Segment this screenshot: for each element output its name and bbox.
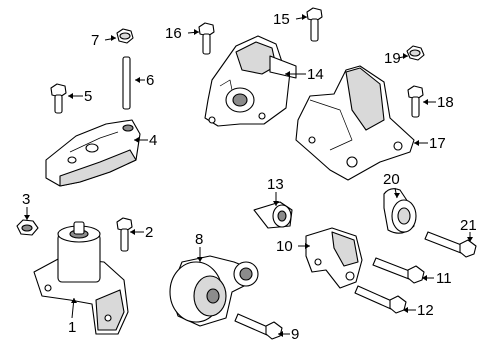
callout-15[interactable]: 15: [273, 11, 290, 28]
callout-5[interactable]: 5: [84, 88, 92, 105]
part-9-bolt[interactable]: [234, 313, 283, 340]
callout-10[interactable]: 10: [276, 238, 293, 255]
part-8-torque-strut[interactable]: [169, 255, 259, 327]
part-4-transmission-bracket[interactable]: [45, 119, 141, 187]
callout-9[interactable]: 9: [291, 326, 299, 343]
callout-16[interactable]: 16: [165, 25, 182, 42]
part-20-bushing[interactable]: [383, 188, 417, 234]
callout-11[interactable]: 11: [436, 270, 452, 287]
callout-21[interactable]: 21: [460, 217, 477, 234]
callout-3[interactable]: 3: [22, 191, 30, 208]
part-16-bolt[interactable]: [198, 22, 215, 55]
callout-13[interactable]: 13: [267, 176, 284, 193]
part-13-bushing[interactable]: [253, 201, 293, 229]
part-1-mount-bracket[interactable]: [33, 221, 129, 335]
part-11-bolt[interactable]: [372, 257, 425, 284]
part-17-mount-bracket[interactable]: [295, 65, 415, 181]
callout-6[interactable]: 6: [146, 72, 154, 89]
part-7-nut[interactable]: [116, 28, 134, 44]
part-15-bolt[interactable]: [306, 7, 323, 42]
part-2-bolt[interactable]: [116, 217, 133, 252]
callout-2[interactable]: 2: [145, 224, 153, 241]
callout-numbers: 7 6 5 16 15 19 14 18 4 17 3 2 13 20 21 8…: [22, 11, 477, 343]
part-5-bolt[interactable]: [50, 83, 67, 114]
callout-8[interactable]: 8: [195, 231, 203, 248]
part-18-bolt[interactable]: [407, 85, 424, 118]
part-10-strut-bracket[interactable]: [305, 227, 363, 289]
part-21-bolt[interactable]: [424, 231, 477, 258]
callout-4[interactable]: 4: [149, 132, 157, 149]
callout-7[interactable]: 7: [91, 32, 99, 49]
callout-18[interactable]: 18: [437, 94, 454, 111]
part-3-nut[interactable]: [16, 219, 39, 236]
callout-12[interactable]: 12: [417, 302, 434, 319]
callout-14[interactable]: 14: [307, 66, 324, 83]
part-14-engine-mount[interactable]: [204, 35, 297, 127]
leader-arrowheads: [24, 14, 473, 337]
part-19-nut[interactable]: [406, 45, 425, 61]
callout-17[interactable]: 17: [429, 135, 446, 152]
part-6-stud[interactable]: [122, 56, 131, 110]
part-12-bolt[interactable]: [354, 285, 407, 314]
callout-20[interactable]: 20: [383, 171, 400, 188]
callout-1[interactable]: 1: [68, 319, 76, 336]
callout-19[interactable]: 19: [384, 50, 401, 67]
